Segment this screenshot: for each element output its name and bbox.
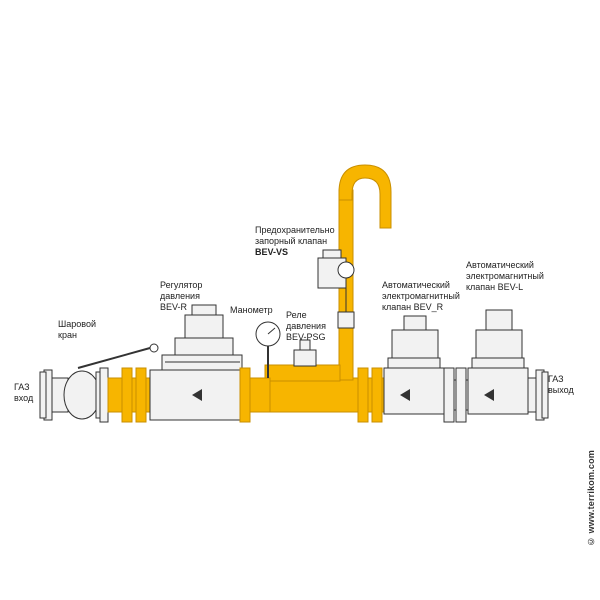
manometer-icon (255, 321, 281, 378)
regulator-icon (149, 304, 246, 421)
auto-valve-r-label: Автоматический электромагнитный клапан B… (382, 280, 460, 312)
flange-icon (443, 367, 455, 423)
pressure-relay-label: Реле давления BEV-PSG (286, 310, 326, 342)
outlet-body (527, 369, 549, 421)
solenoid-valve-icon (383, 315, 445, 415)
safety-valve-text: Предохранительно запорный клапан (255, 225, 335, 246)
ball-valve-icon (63, 343, 159, 423)
pipe-segment-2 (249, 377, 271, 413)
flange-icon (371, 367, 383, 423)
flange-icon (121, 367, 133, 423)
flange-icon (541, 371, 549, 419)
branch-pipe (264, 364, 341, 382)
pressure-relay-icon (293, 339, 317, 367)
flange-icon (39, 371, 47, 419)
flange-icon (357, 367, 369, 423)
flange-icon (239, 367, 251, 423)
regulator-label: Регулятор давления BEV-R (160, 280, 203, 312)
manometer-label: Манометр (230, 305, 273, 315)
ball-valve-label: Шаровой кран (58, 319, 96, 340)
auto-valve-l-label: Автоматический электромагнитный клапан B… (466, 260, 544, 292)
gas-outlet-label: ГАЗ выход (548, 374, 574, 395)
solenoid-valve-icon (467, 309, 529, 415)
flange-icon (135, 367, 147, 423)
watermark: © www.terrikom.com (586, 450, 596, 547)
inlet-body (39, 369, 69, 421)
flange-icon (455, 367, 467, 423)
safety-shutoff-valve-icon (317, 249, 355, 329)
safety-valve-model: BEV-VS (255, 247, 289, 257)
gas-inlet-label: ГАЗ вход (14, 382, 34, 403)
